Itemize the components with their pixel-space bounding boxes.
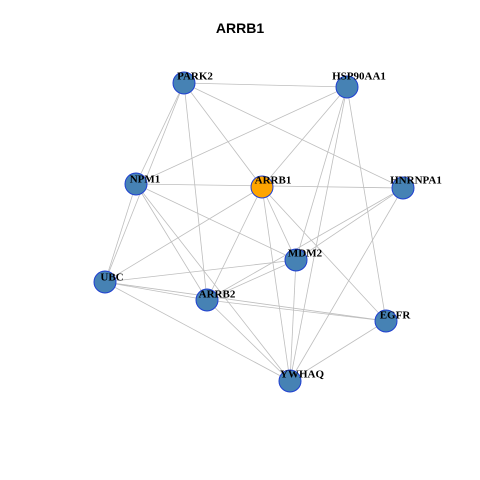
edge-hsp90aa1-npm1	[135, 86, 348, 185]
edge-park2-arrb1	[183, 82, 263, 188]
edge-park2-hsp90aa1	[183, 82, 348, 88]
edge-hnrnpa1-mdm2	[295, 187, 404, 261]
node-hsp90aa1	[335, 75, 359, 99]
node-hnrnpa1	[391, 176, 415, 200]
edge-mdm2-ywhaq	[289, 259, 297, 382]
edge-arrb1-mdm2	[261, 186, 297, 261]
node-label-hsp90aa1: HSP90AA1	[332, 71, 386, 83]
edge-mdm2-ubc	[104, 259, 297, 283]
edge-arrb2-ywhaq	[206, 299, 291, 382]
node-park2	[172, 71, 196, 95]
edge-ubc-ywhaq	[104, 281, 291, 382]
node-arrb2	[195, 288, 219, 312]
edge-hnrnpa1-ywhaq	[289, 187, 404, 382]
edge-arrb1-arrb2	[206, 186, 263, 301]
node-label-ubc: UBC	[100, 272, 123, 284]
edge-npm1-mdm2	[135, 183, 297, 261]
node-label-park2: PARK2	[177, 71, 213, 83]
node-label-ywhaq: YWHAQ	[280, 369, 324, 381]
graph-title: ARRB1	[215, 20, 265, 36]
node-ubc	[93, 270, 117, 294]
edge-park2-arrb2	[183, 82, 208, 301]
node-label-mdm2: MDM2	[288, 248, 323, 260]
edge-npm1-ubc	[104, 183, 137, 283]
edge-hsp90aa1-arrb1	[261, 86, 348, 188]
node-label-hnrnpa1: HNRNPA1	[390, 175, 442, 187]
edge-ubc-arrb2	[104, 281, 208, 301]
node-npm1	[124, 172, 148, 196]
edge-mdm2-arrb2	[206, 259, 297, 301]
edge-arrb1-ubc	[104, 186, 263, 283]
nodes-layer	[93, 71, 415, 393]
edge-arrb1-ywhaq	[261, 186, 291, 382]
node-label-arrb1: ARRB1	[255, 175, 292, 187]
node-label-arrb2: ARRB2	[199, 289, 236, 301]
edge-hsp90aa1-egfr	[346, 86, 387, 322]
edge-egfr-ywhaq	[289, 320, 387, 382]
edge-hsp90aa1-mdm2	[295, 86, 348, 261]
node-label-egfr: EGFR	[380, 310, 412, 322]
edges-layer	[104, 82, 404, 382]
node-label-npm1: NPM1	[130, 174, 161, 186]
node-egfr	[374, 309, 398, 333]
edge-arrb1-egfr	[261, 186, 387, 322]
edge-hsp90aa1-ywhaq	[289, 86, 348, 382]
edge-ubc-egfr	[104, 281, 387, 322]
edge-hnrnpa1-arrb2	[206, 187, 404, 301]
edge-park2-hnrnpa1	[183, 82, 404, 189]
edge-arrb2-egfr	[206, 299, 387, 322]
node-arrb1	[250, 175, 274, 199]
node-mdm2	[284, 248, 308, 272]
edge-npm1-ywhaq	[135, 183, 291, 382]
edge-park2-npm1	[135, 82, 185, 185]
node-ywhaq	[278, 369, 302, 393]
